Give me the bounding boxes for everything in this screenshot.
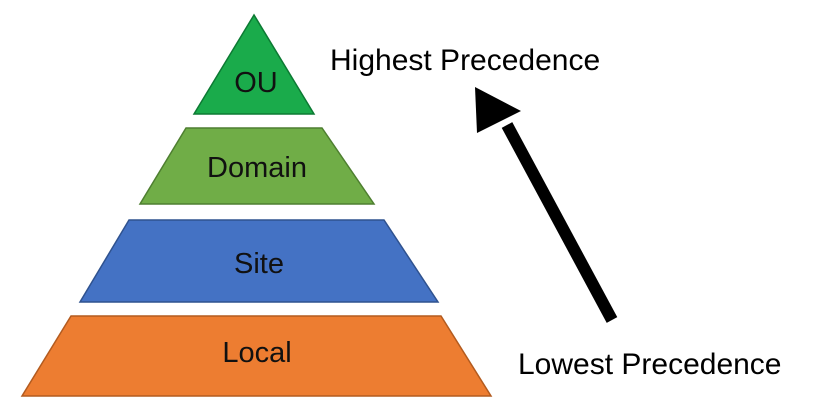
highest-precedence-label: Highest Precedence: [330, 44, 600, 77]
pyramid-tier-local: [20, 315, 493, 397]
lowest-precedence-label: Lowest Precedence: [518, 348, 782, 381]
tier-label-local: Local: [222, 337, 291, 369]
arrow-head: [475, 87, 521, 133]
tier-label-domain: Domain: [207, 152, 307, 184]
tier-label-site: Site: [234, 248, 284, 280]
pyramid-tier-ou: [192, 13, 316, 115]
pyramid-tier-site: [78, 219, 440, 303]
pyramid-tier-domain: [138, 127, 376, 205]
arrow-shaft: [501, 122, 618, 323]
tier-label-ou: OU: [234, 67, 278, 99]
arrow-up-left-icon: [475, 87, 618, 323]
